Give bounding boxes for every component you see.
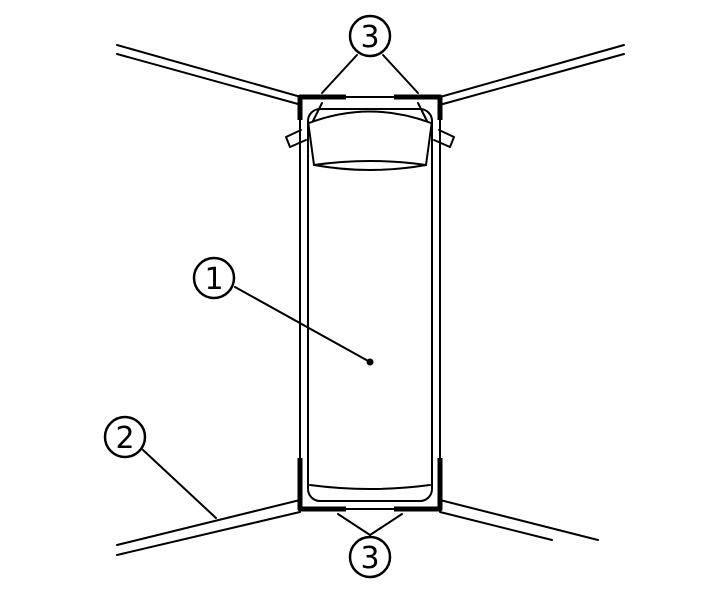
- leader-line-3-bottom-right: [369, 513, 403, 536]
- callout-1: 1: [192, 256, 236, 300]
- vehicle-outer-body: [299, 96, 441, 510]
- leader-line-1: [234, 286, 371, 363]
- callout-3-top: 3: [348, 14, 392, 58]
- windshield-right-pillar: [417, 102, 428, 122]
- guide-line-top-left-inner: [116, 53, 299, 105]
- windshield-lower-edge: [313, 164, 427, 171]
- vehicle-roof-curve: [308, 110, 432, 124]
- callout-2-circle: [103, 415, 147, 459]
- corner-marker-top-right: [394, 94, 443, 120]
- vehicle-inner-body: [307, 108, 433, 502]
- callout-3-bottom-circle: [348, 535, 392, 579]
- leader-line-3-top-left: [321, 54, 358, 94]
- leader-line-2: [142, 449, 217, 519]
- callout-1-circle: [192, 256, 236, 300]
- guide-line-top-right-outer: [439, 44, 625, 98]
- callout-3-top-label: 3: [360, 20, 379, 55]
- guide-line-top-left-outer: [116, 44, 302, 98]
- guide-line-bottom-left-inner: [116, 511, 301, 556]
- left-side-mirror: [285, 129, 307, 148]
- guide-lines: [116, 44, 625, 556]
- callout-2: 2: [103, 415, 147, 459]
- leader-lines: [142, 54, 419, 536]
- callout-3-bottom-label: 3: [360, 541, 379, 576]
- callout-3-bottom: 3: [348, 535, 392, 579]
- windshield: [307, 120, 433, 166]
- corner-marker-bottom-right: [394, 458, 443, 512]
- rear-window-line: [309, 484, 431, 490]
- guide-line-bottom-right-inner: [439, 511, 553, 541]
- leader-line-3-top-right: [382, 54, 419, 94]
- corner-marker-top-left: [297, 94, 346, 120]
- vehicle: [285, 96, 455, 510]
- callout-1-label: 1: [204, 262, 223, 297]
- corner-markers: [297, 94, 443, 512]
- windshield-left-pillar: [312, 102, 323, 122]
- guide-line-bottom-right-outer: [439, 499, 599, 541]
- callout-3-top-circle: [348, 14, 392, 58]
- leader-line-3-bottom-left: [337, 513, 371, 536]
- corner-marker-bottom-left: [297, 458, 346, 512]
- callout-2-label: 2: [115, 421, 134, 456]
- guide-line-top-right-inner: [442, 53, 625, 105]
- guide-line-bottom-left-outer: [116, 499, 301, 546]
- callout-1-point: [366, 358, 374, 366]
- right-side-mirror: [433, 129, 455, 148]
